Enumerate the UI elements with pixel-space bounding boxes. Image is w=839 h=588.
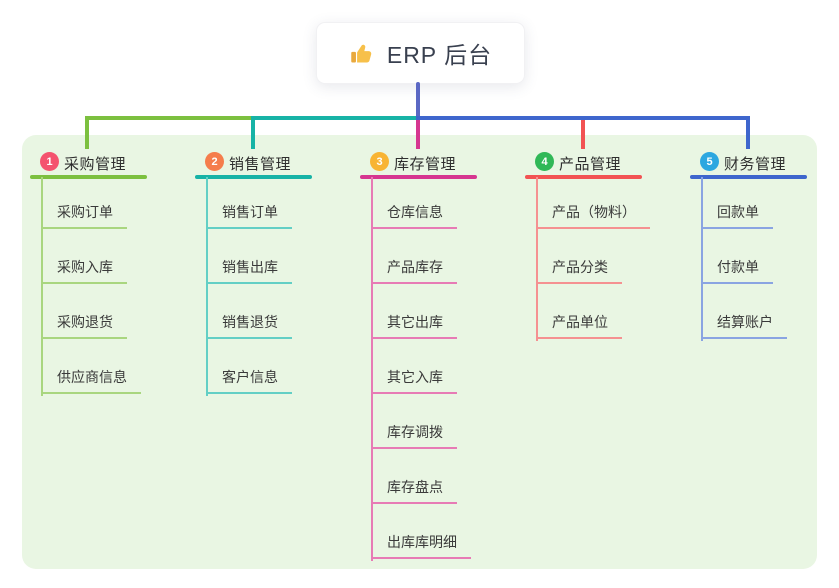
branch-3-rail — [371, 177, 373, 561]
mindmap-item[interactable]: 产品（物料） — [536, 202, 650, 229]
mindmap-item[interactable]: 仓库信息 — [371, 202, 457, 229]
connector-branch-1 — [85, 116, 253, 120]
branch-4-label[interactable]: 产品管理 — [559, 156, 622, 173]
branch-1-label[interactable]: 采购管理 — [64, 156, 127, 173]
drop-branch-5 — [746, 116, 750, 149]
mindmap-item[interactable]: 销售订单 — [206, 202, 292, 229]
mindmap-item[interactable]: 产品库存 — [371, 257, 457, 284]
branch-2-underline — [195, 175, 312, 179]
branch-1-badge: 1 — [40, 152, 59, 171]
branch-5-label[interactable]: 财务管理 — [724, 156, 787, 173]
mindmap-item[interactable]: 产品分类 — [536, 257, 622, 284]
thumbs-up-icon — [351, 44, 372, 62]
drop-branch-1 — [85, 116, 89, 149]
root-stem-line — [416, 82, 420, 120]
mindmap-item[interactable]: 销售出库 — [206, 257, 292, 284]
branch-3-label[interactable]: 库存管理 — [394, 156, 457, 173]
mindmap-item[interactable]: 采购退货 — [41, 312, 127, 339]
mindmap-item[interactable]: 付款单 — [701, 257, 773, 284]
mindmap-item[interactable]: 库存调拨 — [371, 422, 457, 449]
mindmap-item[interactable]: 采购订单 — [41, 202, 127, 229]
branch-5-badge: 5 — [700, 152, 719, 171]
mindmap-item[interactable]: 产品单位 — [536, 312, 622, 339]
branch-2-badge: 2 — [205, 152, 224, 171]
root-node-erp[interactable]: ERP 后台 — [316, 22, 525, 84]
branch-3-badge: 3 — [370, 152, 389, 171]
branch-4-badge: 4 — [535, 152, 554, 171]
mindmap-item[interactable]: 回款单 — [701, 202, 773, 229]
branch-2-label[interactable]: 销售管理 — [229, 156, 292, 173]
mindmap-item[interactable]: 出库库明细 — [371, 532, 471, 559]
branch-4-underline — [525, 175, 642, 179]
mindmap-item[interactable]: 供应商信息 — [41, 367, 141, 394]
mindmap-item[interactable]: 采购入库 — [41, 257, 127, 284]
branch-1-rail — [41, 177, 43, 396]
connector-branch-5 — [416, 116, 750, 120]
drop-branch-2 — [251, 116, 255, 149]
mindmap-item[interactable]: 其它入库 — [371, 367, 457, 394]
mindmap-item[interactable]: 库存盘点 — [371, 477, 457, 504]
mindmap-item[interactable]: 客户信息 — [206, 367, 292, 394]
branch-3-underline — [360, 175, 477, 179]
mindmap-item[interactable]: 结算账户 — [701, 312, 787, 339]
branch-2-rail — [206, 177, 208, 396]
branch-5-rail — [701, 177, 703, 341]
branches-panel — [22, 135, 817, 569]
root-node-label: ERP 后台 — [386, 42, 493, 68]
branch-4-rail — [536, 177, 538, 341]
branch-1-underline — [30, 175, 147, 179]
mindmap-item[interactable]: 销售退货 — [206, 312, 292, 339]
mindmap-item[interactable]: 其它出库 — [371, 312, 457, 339]
connector-branch-2 — [251, 116, 418, 120]
drop-branch-4 — [581, 120, 585, 149]
branch-5-underline — [690, 175, 807, 179]
drop-branch-3 — [416, 120, 420, 149]
